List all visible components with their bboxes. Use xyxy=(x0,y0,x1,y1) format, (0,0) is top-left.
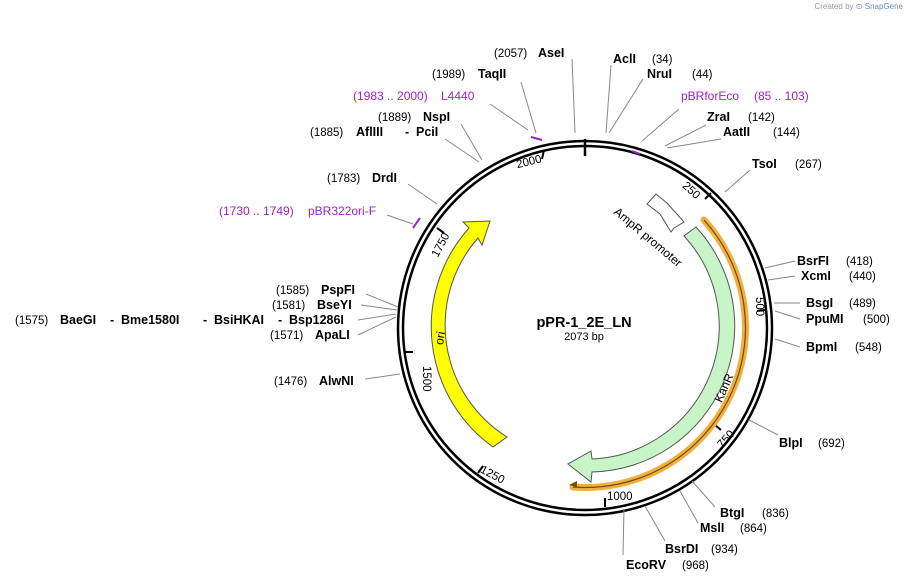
primer-l4440-name[interactable]: L4440 xyxy=(441,89,475,103)
site-msli-name[interactable]: MslI xyxy=(700,521,724,535)
tick-label-1000: 1000 xyxy=(607,491,633,503)
kanr-highlight-arrowhead xyxy=(569,481,577,487)
site-alwni-name[interactable]: AlwNI xyxy=(319,374,354,388)
site-acli-pos: (34) xyxy=(652,54,673,66)
site-blpi-name[interactable]: BlpI xyxy=(779,436,803,450)
site-bsgi-pos: (489) xyxy=(849,298,876,310)
site-bseyi-pos: (1581) xyxy=(272,300,305,312)
tick-label-1750: 1750 xyxy=(430,231,453,259)
site-bsp1286i-name[interactable]: Bsp1286I xyxy=(289,313,344,327)
site-pspfi-pos: (1585) xyxy=(276,285,309,297)
site-btgi-name[interactable]: BtgI xyxy=(720,506,744,520)
tick-label-250: 250 xyxy=(680,180,702,202)
site-bsrfi-pos: (418) xyxy=(846,256,873,268)
site-bpmi-pos: (548) xyxy=(855,342,882,354)
site-xcmi-name[interactable]: XcmI xyxy=(801,269,831,283)
site-bsihkai-name[interactable]: BsiHKAI xyxy=(214,313,264,327)
site-ecorv-name[interactable]: EcoRV xyxy=(626,558,667,572)
site-bpmi-name[interactable]: BpmI xyxy=(806,340,837,354)
primer-pbr322ori-f-name[interactable]: pBR322ori-F xyxy=(308,204,376,218)
site-pcii-sep: - xyxy=(405,125,409,139)
plasmid-size: 2073 bp xyxy=(564,331,604,343)
tick-label-1500: 1500 xyxy=(420,366,432,392)
site-afliii-name[interactable]: AflIII xyxy=(356,125,383,139)
site-nspi-pos: (1889) xyxy=(378,112,411,124)
tick-2000 xyxy=(541,149,545,160)
site-drdi-name[interactable]: DrdI xyxy=(372,171,397,185)
site-blpi-pos: (692) xyxy=(818,438,845,450)
credit-brand: SnapGene xyxy=(864,2,903,11)
site-nspi-name[interactable]: NspI xyxy=(423,110,450,124)
kanr-arrow[interactable] xyxy=(567,226,736,483)
site-pcii-name[interactable]: PciI xyxy=(416,125,438,139)
site-btgi-pos: (836) xyxy=(762,508,789,520)
leader-lines xyxy=(357,58,801,556)
primer-pbrforeco-range: (85 .. 103) xyxy=(754,89,809,103)
site-msli-pos: (864) xyxy=(740,523,767,535)
site-nrui-pos: (44) xyxy=(692,69,713,81)
site-bme1580i-name[interactable]: Bme1580I xyxy=(121,313,179,327)
site-baegi-name[interactable]: BaeGI xyxy=(60,313,96,327)
ampr-promoter-arrow[interactable] xyxy=(646,193,685,233)
snapgene-logo-icon: ⊙ xyxy=(855,2,863,11)
primer-pbrforeco-mark[interactable] xyxy=(631,150,641,155)
primer-l4440-mark[interactable] xyxy=(530,136,543,141)
site-pspfi-name[interactable]: PspFI xyxy=(321,283,355,297)
tick-label-2000: 2000 xyxy=(515,153,543,171)
tick-label-500: 500 xyxy=(753,297,765,316)
site-ppumi-name[interactable]: PpuMI xyxy=(806,312,844,326)
site-labels: (2057) AseI AclI (34) (1989) TaqII NruI … xyxy=(15,46,890,572)
site-sep-1: - xyxy=(110,313,114,327)
site-aatii-pos: (144) xyxy=(773,127,800,139)
site-asei-pos: (2057) xyxy=(494,48,527,60)
site-asei-name[interactable]: AseI xyxy=(538,46,564,60)
site-xcmi-pos: (440) xyxy=(849,271,876,283)
site-bseyi-name[interactable]: BseYI xyxy=(317,298,352,312)
site-acli-name[interactable]: AclI xyxy=(613,52,636,66)
snapgene-credit: Created by ⊙ SnapGene xyxy=(814,2,903,11)
plasmid-name: pPR-1_2E_LN xyxy=(536,315,631,331)
site-bsgi-name[interactable]: BsgI xyxy=(806,296,833,310)
site-tsoi-pos: (267) xyxy=(795,159,822,171)
primer-l4440-range: (1983 .. 2000) xyxy=(353,89,428,103)
tick-1250 xyxy=(477,465,484,474)
site-apali-name[interactable]: ApaLI xyxy=(315,328,350,342)
primer-pbr322ori-f-mark[interactable] xyxy=(412,217,421,229)
tick-500 xyxy=(756,309,766,312)
site-ppumi-pos: (500) xyxy=(863,314,890,326)
site-ecorv-pos: (968) xyxy=(682,560,709,572)
site-taqii-pos: (1989) xyxy=(432,69,465,81)
site-baegi-pos: (1575) xyxy=(15,315,48,327)
ori-label: ori xyxy=(432,330,448,346)
site-alwni-pos: (1476) xyxy=(274,376,307,388)
site-sep-2: - xyxy=(203,313,207,327)
primer-pbr322ori-f-range: (1730 .. 1749) xyxy=(219,204,294,218)
site-zrai-name[interactable]: ZraI xyxy=(707,110,730,124)
tick-250 xyxy=(704,192,712,200)
site-bsrfi-name[interactable]: BsrFI xyxy=(797,254,829,268)
site-apali-pos: (1571) xyxy=(270,330,303,342)
site-tsoi-name[interactable]: TsoI xyxy=(752,157,777,171)
tick-1750 xyxy=(436,227,445,234)
site-drdi-pos: (1783) xyxy=(327,173,360,185)
site-taqii-name[interactable]: TaqII xyxy=(478,67,506,81)
site-aatii-name[interactable]: AatII xyxy=(723,125,750,139)
site-sep-3: - xyxy=(278,313,282,327)
ori-arrow[interactable] xyxy=(430,220,508,448)
primer-pbrforeco-name[interactable]: pBRforEco xyxy=(681,89,739,103)
site-afliii-pos: (1885) xyxy=(310,127,343,139)
kanr-highlight-core xyxy=(572,219,747,489)
site-nrui-name[interactable]: NruI xyxy=(647,67,672,81)
site-zrai-pos: (142) xyxy=(748,112,775,124)
site-bsrdi-name[interactable]: BsrDI xyxy=(665,542,698,556)
credit-prefix: Created by xyxy=(814,2,854,11)
site-bsrdi-pos: (934) xyxy=(711,544,738,556)
